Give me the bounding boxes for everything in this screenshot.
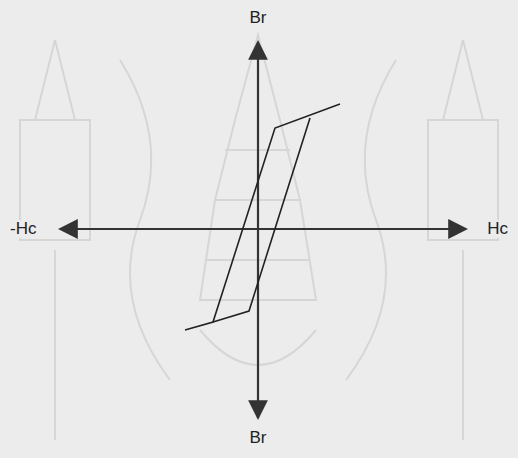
h-axis-left xyxy=(60,228,258,230)
h-axis-right xyxy=(258,228,466,230)
hysteresis-loop xyxy=(185,104,340,330)
axis-label-h: -Hc xyxy=(8,220,38,239)
axis-label-b: Br xyxy=(248,9,269,28)
b-axis-down xyxy=(257,228,259,418)
watermark xyxy=(20,35,498,440)
axis-label-b: Br xyxy=(248,429,269,448)
b-axis-up xyxy=(257,42,259,228)
axes xyxy=(60,42,466,418)
axis-label-h: Hc xyxy=(485,220,510,239)
